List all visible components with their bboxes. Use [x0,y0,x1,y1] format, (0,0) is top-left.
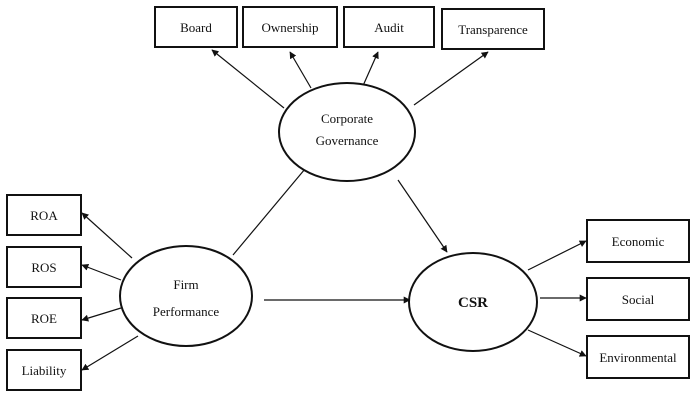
indicator-roa-label: ROA [30,208,58,223]
node-firm-performance: Firm Performance [119,245,253,347]
indicator-liability-box [6,349,82,391]
node-corporate-governance: Corporate Governance [278,82,416,182]
indicator-roe-label: ROE [31,311,57,326]
edges [81,49,587,371]
node-corporate-governance-ellipse [278,82,416,182]
indicator-board-box [154,6,238,48]
edge-performance-roe [81,307,122,322]
indicator-board: Board [154,6,238,48]
edge-governance-ownership [289,51,312,89]
indicator-transparence-label: Transparence [458,22,528,37]
edge-csr-environmental [527,329,587,357]
performance-indicators: ROA ROS ROE Liability [6,194,82,391]
node-corporate-governance-line1: Corporate [321,111,373,126]
indicator-liability-label: Liability [22,363,67,378]
edge-performance-governance [232,162,311,256]
indicator-audit: Audit [343,6,435,48]
node-csr: CSR [408,252,538,352]
governance-indicators: Board Ownership Audit Transparence [154,6,545,50]
indicator-ownership-box [242,6,338,48]
edge-governance-board [211,49,285,109]
indicator-ros-label: ROS [31,260,56,275]
indicator-roe: ROE [6,297,82,339]
indicator-roa-box [6,194,82,236]
indicator-environmental-box [586,335,690,379]
indicator-economic-box [586,219,690,263]
edge-csr-economic [527,240,587,271]
node-csr-label: CSR [458,295,488,311]
indicator-social: Social [586,277,690,321]
indicator-economic-label: Economic [612,234,665,249]
indicator-environmental-label: Environmental [599,350,677,365]
csr-indicators: Economic Social Environmental [586,219,690,379]
edge-governance-audit [361,51,379,89]
indicator-ros: ROS [6,246,82,288]
indicator-audit-label: Audit [374,20,404,35]
indicator-liability: Liability [6,349,82,391]
node-firm-performance-ellipse [119,245,253,347]
indicator-ros-box [6,246,82,288]
edge-governance-csr [397,179,448,253]
edge-performance-roa [81,212,133,259]
node-csr-ellipse [408,252,538,352]
indicator-social-label: Social [622,292,655,307]
indicator-economic: Economic [586,219,690,263]
indicator-roe-box [6,297,82,339]
indicator-audit-box [343,6,435,48]
node-corporate-governance-line2: Governance [316,133,379,148]
indicator-transparence: Transparence [441,8,545,50]
indicator-social-box [586,277,690,321]
indicator-board-label: Board [180,20,212,35]
indicator-ownership-label: Ownership [261,20,318,35]
edge-governance-transparence [413,51,489,106]
indicator-environmental: Environmental [586,335,690,379]
indicator-transparence-box [441,8,545,50]
node-firm-performance-line2: Performance [153,304,220,319]
indicator-ownership: Ownership [242,6,338,48]
indicator-roa: ROA [6,194,82,236]
node-firm-performance-line1: Firm [173,277,198,292]
edge-performance-ros [81,263,122,281]
edge-performance-liability [81,335,139,371]
